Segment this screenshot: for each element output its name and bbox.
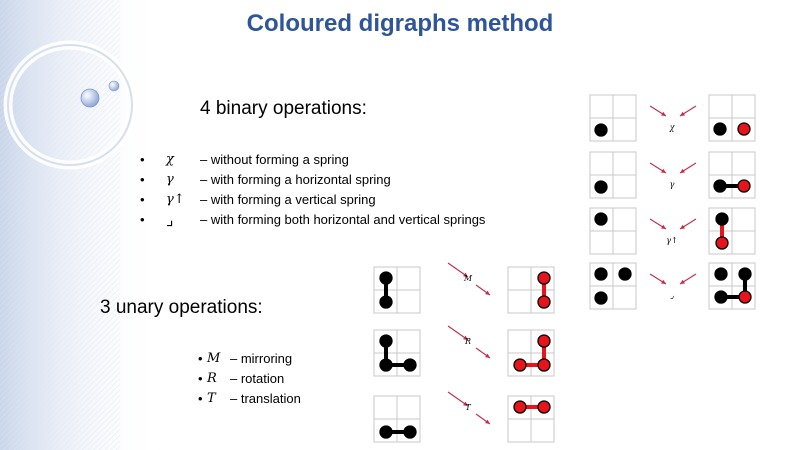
black-node [595,213,607,225]
red-node [538,272,550,284]
arrow-head [485,291,490,295]
black-node [619,268,631,280]
black-node [715,291,727,303]
unary-output-grid-3 [508,396,554,442]
black-node [404,426,416,438]
red-node [514,359,526,371]
black-node [380,426,392,438]
red-node [538,335,550,347]
arrow-head [485,354,490,358]
black-node [714,180,726,192]
red-node [716,237,728,249]
black-node [714,123,726,135]
unary-op-label-2: R [464,337,471,346]
unary-input-grid-3 [374,396,420,442]
unary-input-grid-2 [374,330,420,376]
binary-input-grid-3 [590,208,636,254]
red-node [514,401,526,413]
red-node [538,359,550,371]
binary-op-label-4: ⌟ [670,291,674,300]
binary-input-grid-4 [590,263,636,309]
binary-output-grid-4 [709,263,755,309]
red-node [538,296,550,308]
black-node [380,296,392,308]
black-node [595,124,607,136]
black-node [595,268,607,280]
black-node [595,181,607,193]
arrow-head [485,420,490,424]
binary-output-grid-1 [709,95,755,141]
black-node [404,359,416,371]
unary-output-grid-1 [508,267,554,313]
binary-op-label-1: χ [669,123,676,132]
unary-op-label-3: T [465,403,471,412]
red-node [739,291,751,303]
binary-op-label-3: γ↑ [666,236,677,245]
red-node [738,123,750,135]
binary-op-label-2: γ [670,180,675,189]
black-node [716,213,728,225]
binary-input-grid-1 [590,95,636,141]
black-node [715,268,727,280]
black-node [380,335,392,347]
red-node [538,401,550,413]
unary-input-grid-1 [374,267,420,313]
black-node [380,272,392,284]
unary-output-grid-2 [508,330,554,376]
black-node [380,359,392,371]
binary-input-grid-2 [590,152,636,198]
unary-op-label-1: M [463,274,473,283]
black-node [739,268,751,280]
red-node [738,180,750,192]
binary-output-grid-2 [709,152,755,198]
binary-output-grid-3 [709,208,755,254]
black-node [595,292,607,304]
